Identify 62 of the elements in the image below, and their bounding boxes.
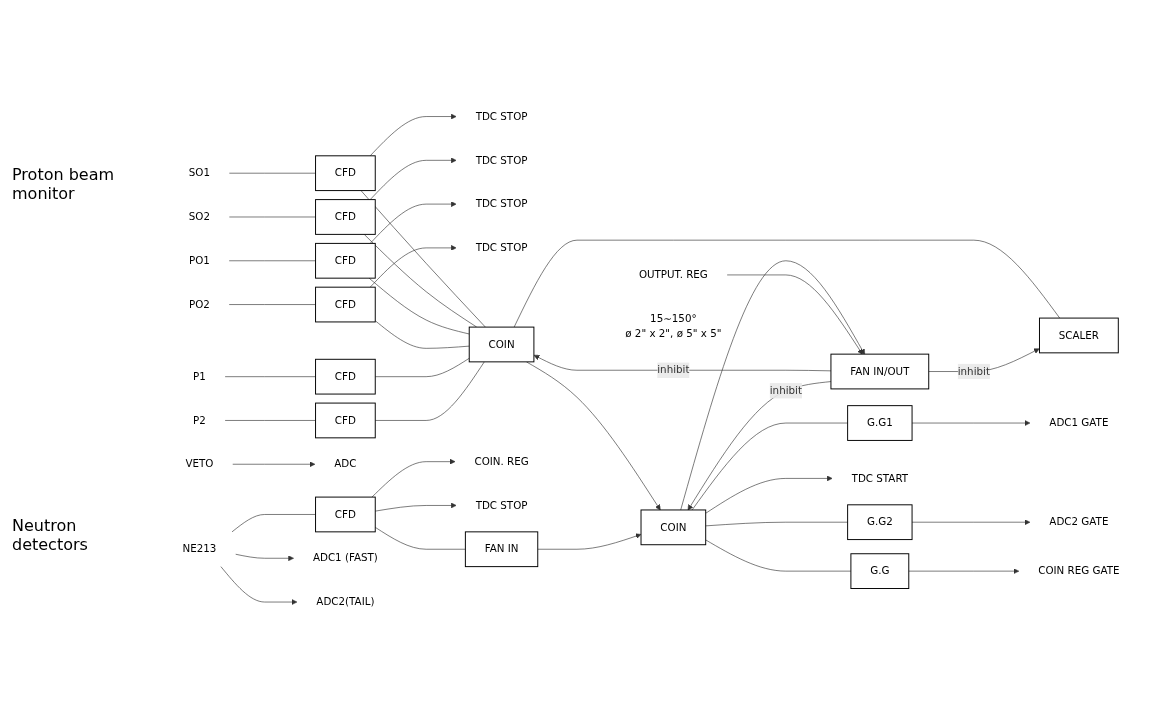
node-text: SO1	[188, 166, 211, 180]
node-text: ADC1 GATE	[1049, 416, 1109, 430]
node-text: COIN REG GATE	[1038, 564, 1120, 578]
node-text: SO2	[188, 210, 211, 223]
node-text: TDC STOP	[475, 241, 528, 254]
connector	[363, 234, 478, 328]
edge-label: inhibit	[957, 365, 990, 378]
edge-label: inhibit	[769, 384, 802, 397]
node-text: ADC2 GATE	[1049, 515, 1109, 529]
connector	[374, 361, 485, 421]
node-box: CFD	[315, 199, 376, 236]
node-box: CFD	[315, 155, 376, 192]
node-box: FAN IN/OUT	[830, 353, 930, 390]
connector	[513, 240, 1061, 328]
node-text: TDC START	[851, 472, 909, 485]
node-box: SCALER	[1039, 317, 1119, 354]
node-box: CFD	[315, 286, 376, 323]
connector	[374, 527, 466, 550]
connector	[691, 422, 848, 511]
connector	[224, 376, 316, 378]
node-text: NE213	[182, 543, 217, 556]
connector	[360, 190, 486, 328]
node-text: PO1	[188, 254, 210, 267]
connector	[231, 514, 316, 533]
node-box: G.G	[850, 553, 910, 590]
connector	[224, 420, 316, 421]
group-label: Neutron detectors	[11, 515, 89, 557]
group-label: Proton beam monitor	[11, 163, 116, 205]
connector	[705, 539, 852, 572]
connector	[229, 173, 316, 174]
connector	[705, 522, 848, 527]
node-text: ADC1 (FAST)	[312, 552, 378, 565]
node-box: CFD	[315, 243, 376, 279]
node-box: CFD	[315, 402, 376, 439]
node-text: OUTPUT. REG	[638, 268, 708, 281]
node-label: 15∼150°	[650, 312, 697, 325]
node-box: FAN IN	[464, 531, 539, 568]
node-text: COIN. REG	[474, 455, 529, 468]
node-box: CFD	[315, 359, 376, 395]
connector	[228, 304, 316, 306]
edge-label: inhibit	[657, 364, 690, 377]
node-text: VETO	[185, 458, 214, 471]
node-box: COIN	[640, 509, 707, 546]
connector	[374, 358, 470, 378]
connector	[368, 278, 470, 335]
node-box: G.G2	[847, 504, 913, 541]
node-text: TDC STOP	[475, 110, 528, 123]
node-text: P1	[193, 370, 206, 383]
node-label: ø 2" x 2", ø 5" x 5"	[625, 327, 722, 341]
connector	[228, 260, 316, 262]
node-text: ADC2(TAIL)	[316, 595, 375, 609]
node-box: CFD	[315, 496, 376, 533]
node-box: COIN	[468, 326, 535, 363]
connector	[229, 216, 316, 218]
connector	[374, 320, 470, 349]
node-text: P2	[193, 414, 206, 427]
node-text: PO2	[188, 298, 210, 311]
node-text: ADC	[334, 458, 357, 471]
node-text: TDC STOP	[475, 499, 528, 512]
node-text: TDC STOP	[475, 197, 528, 211]
node-text: TDC STOP	[475, 154, 528, 167]
node-box: G.G1	[847, 405, 913, 442]
